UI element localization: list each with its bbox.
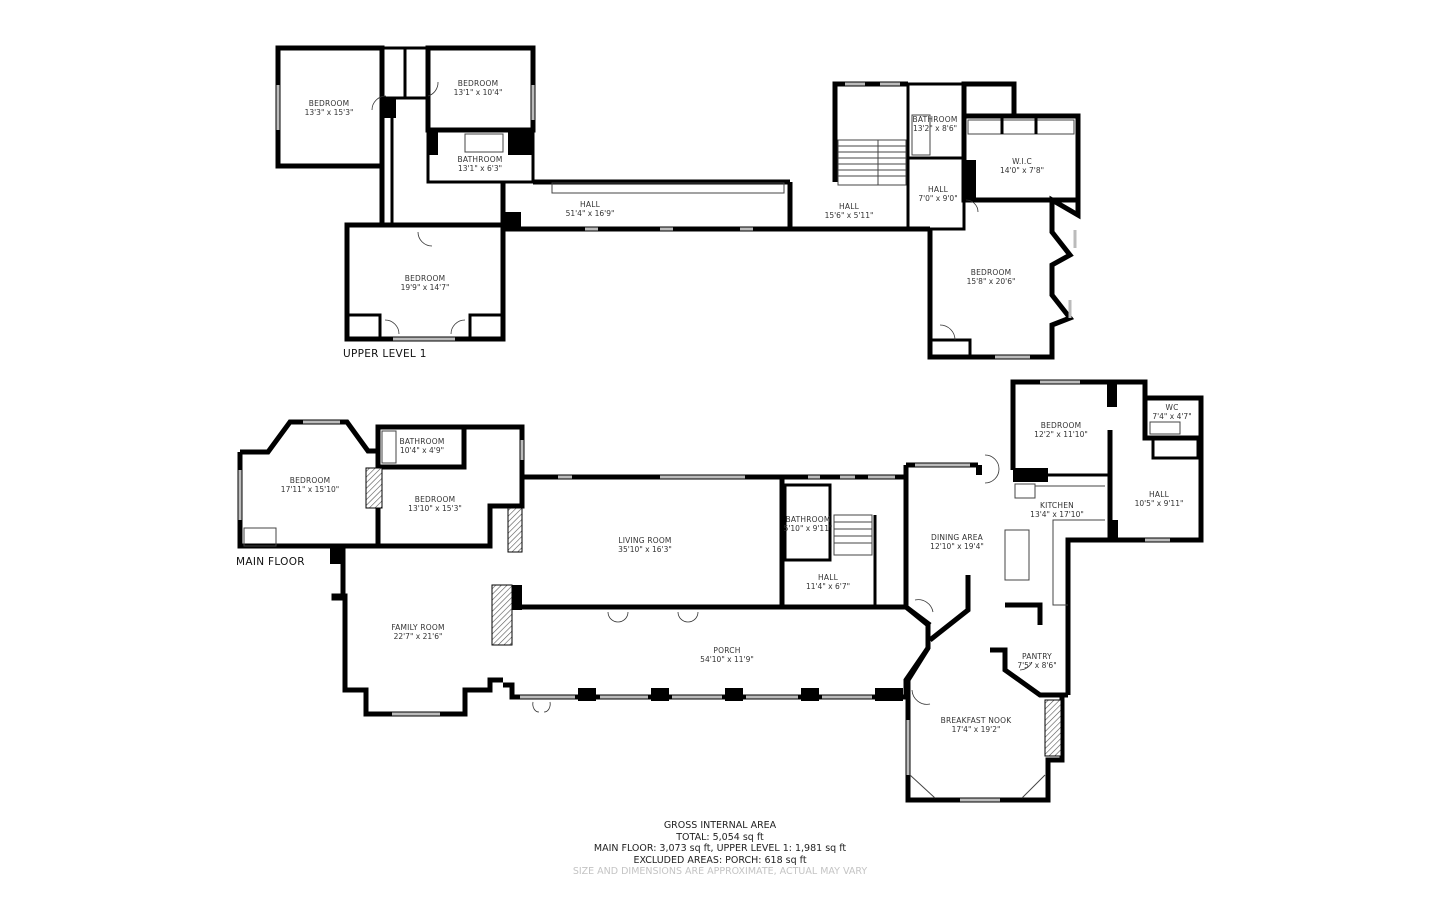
- room-name: BEDROOM: [1041, 421, 1082, 430]
- main-floor-plan: MAIN FLOOR BATHROOM 10'4" x 4'9" BEDROOM…: [236, 379, 1204, 803]
- room-dims: 19'9" x 14'7": [401, 283, 450, 292]
- room-dims: 12'2" x 11'10": [1034, 430, 1088, 439]
- room-name: BEDROOM: [458, 79, 499, 88]
- room-name: PANTRY: [1022, 652, 1052, 661]
- room-dims: 17'4" x 19'2": [952, 725, 1001, 734]
- room-dims: 13'3" x 15'3": [305, 108, 354, 117]
- area-heading: GROSS INTERNAL AREA: [663, 820, 777, 831]
- room-dims: 22'7" x 21'6": [394, 632, 443, 641]
- room-dims: 13'4" x 17'10": [1030, 510, 1084, 519]
- room-name: KITCHEN: [1040, 501, 1074, 510]
- upper-level-plan: UPPER LEVEL 1 BEDROOM 13'3" x 15'3" BEDR…: [275, 45, 1081, 360]
- room-dims: 7'0" x 9'0": [918, 194, 957, 203]
- room-dims: 10'5" x 9'11": [1135, 499, 1184, 508]
- room-dims: 7'4" x 4'7": [1152, 412, 1191, 421]
- room-name: DINING AREA: [931, 533, 984, 542]
- room-name: BATHROOM: [785, 515, 830, 524]
- room-name: BATHROOM: [399, 437, 444, 446]
- room-name: LIVING ROOM: [618, 536, 671, 545]
- room-name: FAMILY ROOM: [391, 623, 444, 632]
- room-name: HALL: [839, 202, 860, 211]
- room-dims: 17'11" x 15'10": [281, 485, 339, 494]
- room-name: WC: [1165, 403, 1178, 412]
- room-dims: 11'4" x 6'7": [806, 582, 850, 591]
- room-name: HALL: [818, 573, 839, 582]
- room-name: BEDROOM: [971, 268, 1012, 277]
- area-excluded: EXCLUDED AREAS: PORCH: 618 sq ft: [633, 854, 807, 866]
- room-name: W.I.C: [1012, 157, 1032, 166]
- room-dims: 15'6" x 5'11": [825, 211, 874, 220]
- room-dims: 13'1" x 10'4": [454, 88, 503, 97]
- room-name: BATHROOM: [912, 115, 957, 124]
- upper-level-label: UPPER LEVEL 1: [343, 348, 427, 360]
- room-dims: 51'4" x 16'9": [566, 209, 615, 218]
- room-dims: 14'0" x 7'8": [1000, 166, 1044, 175]
- room-name: BEDROOM: [290, 476, 331, 485]
- room-dims: 5'10" x 9'11": [784, 524, 833, 533]
- room-dims: 7'5" x 8'6": [1017, 661, 1056, 670]
- area-total: TOTAL: 5,054 sq ft: [676, 831, 764, 843]
- room-name: PORCH: [713, 646, 740, 655]
- room-dims: 13'2" x 8'6": [913, 124, 957, 133]
- room-name: BREAKFAST NOOK: [941, 716, 1013, 725]
- room-dims: 15'8" x 20'6": [967, 277, 1016, 286]
- room-dims: 13'10" x 15'3": [408, 504, 462, 513]
- room-name: HALL: [580, 200, 601, 209]
- room-name: HALL: [928, 185, 949, 194]
- room-name: BATHROOM: [457, 155, 502, 164]
- room-name: BEDROOM: [415, 495, 456, 504]
- room-dims: 10'4" x 4'9": [400, 446, 444, 455]
- main-floor-label: MAIN FLOOR: [236, 556, 305, 568]
- room-dims: 54'10" x 11'9": [700, 655, 754, 664]
- room-name: BEDROOM: [405, 274, 446, 283]
- room-name: BEDROOM: [309, 99, 350, 108]
- area-breakdown: MAIN FLOOR: 3,073 sq ft, UPPER LEVEL 1: …: [593, 843, 847, 855]
- room-dims: 13'1" x 6'3": [458, 164, 502, 173]
- room-dims: 35'10" x 16'3": [618, 545, 672, 554]
- room-dims: 12'10" x 19'4": [930, 542, 984, 551]
- area-disclaimer: SIZE AND DIMENSIONS ARE APPROXIMATE, ACT…: [572, 866, 868, 878]
- room-name: HALL: [1149, 490, 1170, 499]
- gross-internal-area: GROSS INTERNAL AREA TOTAL: 5,054 sq ft M…: [540, 820, 900, 878]
